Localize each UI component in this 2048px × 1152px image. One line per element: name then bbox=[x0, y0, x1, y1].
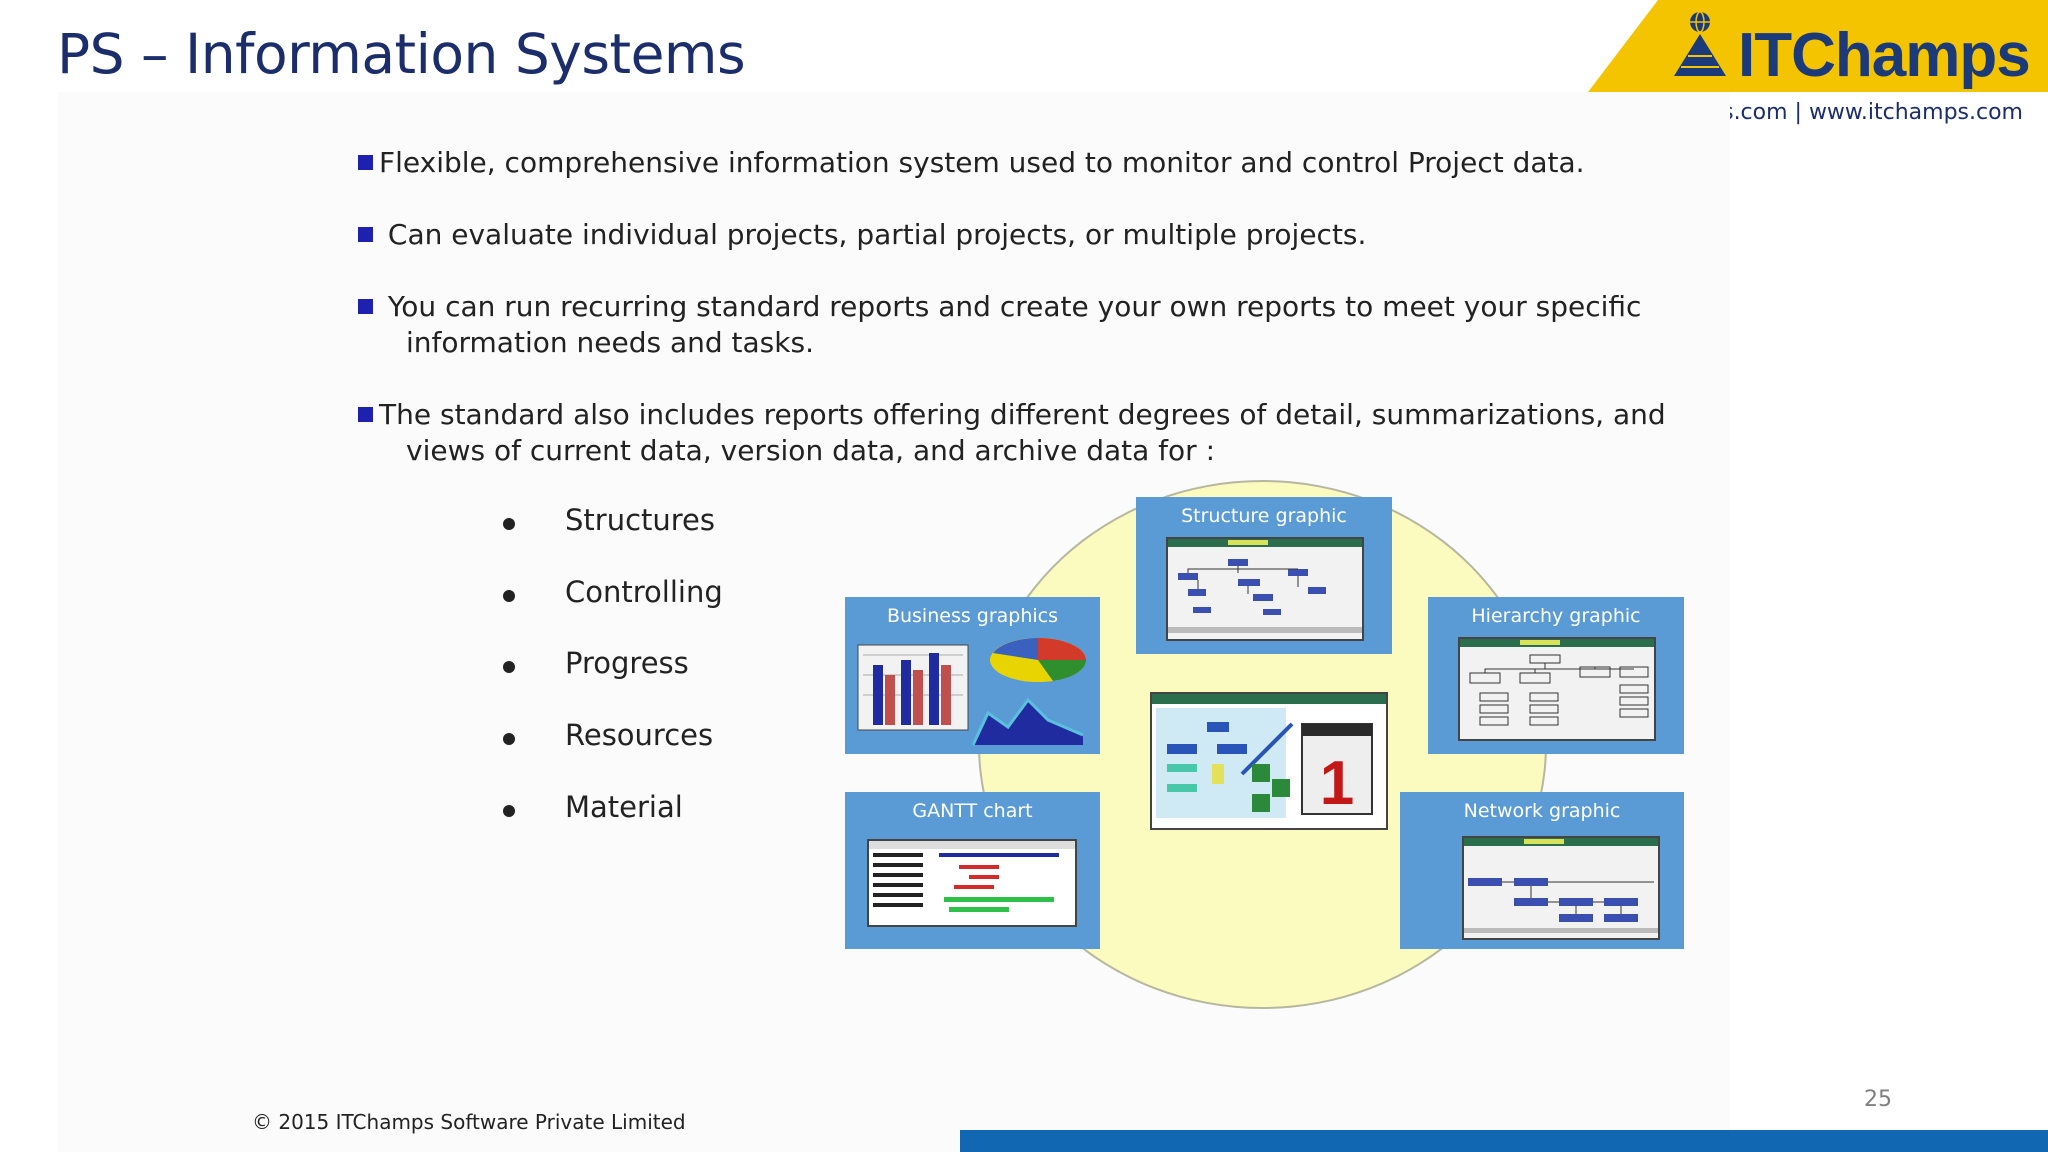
calendar-number: 1 bbox=[1320, 749, 1354, 818]
dot-bullet-icon bbox=[503, 805, 515, 817]
bullet-4-continued: views of current data, version data, and… bbox=[406, 434, 1216, 467]
gantt-screen-icon bbox=[867, 839, 1077, 927]
copyright-footer: © 2015 ITChamps Software Private Limited bbox=[252, 1110, 686, 1134]
panel-title: Network graphic bbox=[1463, 800, 1621, 822]
dot-bullet-icon bbox=[503, 590, 515, 602]
footer-bar bbox=[960, 1130, 2048, 1152]
structure-screen-icon bbox=[1166, 537, 1364, 641]
logo-text: ITChamps bbox=[1738, 21, 2030, 90]
bullet-text: Flexible, comprehensive information syst… bbox=[379, 146, 1585, 179]
gantt-chart-panel: GANTT chart bbox=[845, 792, 1100, 949]
dot-bullet-icon bbox=[503, 733, 515, 745]
itchamps-logo: ITChamps bbox=[1588, 0, 2048, 92]
bullet-1: Flexible, comprehensive information syst… bbox=[358, 145, 1585, 181]
panel-title: GANTT chart bbox=[912, 800, 1033, 822]
square-bullet-icon bbox=[358, 407, 373, 422]
subitem-controlling: Controlling bbox=[565, 575, 723, 609]
subitem-progress: Progress bbox=[565, 646, 689, 680]
hierarchy-graphic-panel: Hierarchy graphic bbox=[1428, 597, 1684, 754]
dot-bullet-icon bbox=[503, 661, 515, 673]
bullet-4: The standard also includes reports offer… bbox=[358, 397, 1666, 433]
square-bullet-icon bbox=[358, 299, 373, 314]
network-graphic-panel: Network graphic bbox=[1400, 792, 1684, 949]
subitem-material: Material bbox=[565, 790, 683, 824]
bullet-text: Can evaluate individual projects, partia… bbox=[379, 218, 1367, 251]
business-graphics-panel: Business graphics bbox=[845, 597, 1100, 754]
bullet-3-continued: information needs and tasks. bbox=[406, 326, 814, 359]
business-chart-icon bbox=[857, 638, 1087, 746]
page-number: 25 bbox=[1864, 1087, 1892, 1112]
subitem-structures: Structures bbox=[565, 503, 716, 537]
globe-pyramid-icon bbox=[1674, 11, 1726, 76]
panel-title: Business graphics bbox=[886, 605, 1059, 627]
subitem-resources: Resources bbox=[565, 718, 714, 752]
square-bullet-icon bbox=[358, 155, 373, 170]
network-screen-icon bbox=[1462, 836, 1660, 940]
bullet-text: You can run recurring standard reports a… bbox=[379, 290, 1642, 323]
dot-bullet-icon bbox=[503, 518, 515, 530]
panel-title: Hierarchy graphic bbox=[1471, 605, 1641, 627]
panel-title: Structure graphic bbox=[1181, 505, 1347, 527]
structure-graphic-panel: Structure graphic bbox=[1136, 497, 1392, 654]
slide-title: PS – Information Systems bbox=[57, 22, 746, 86]
center-calendar-screen-icon: 1 bbox=[1150, 692, 1388, 830]
square-bullet-icon bbox=[358, 227, 373, 242]
bullet-text: The standard also includes reports offer… bbox=[379, 398, 1666, 431]
bullet-2: Can evaluate individual projects, partia… bbox=[358, 217, 1366, 253]
bullet-3: You can run recurring standard reports a… bbox=[358, 289, 1641, 325]
hierarchy-screen-icon bbox=[1458, 637, 1656, 741]
